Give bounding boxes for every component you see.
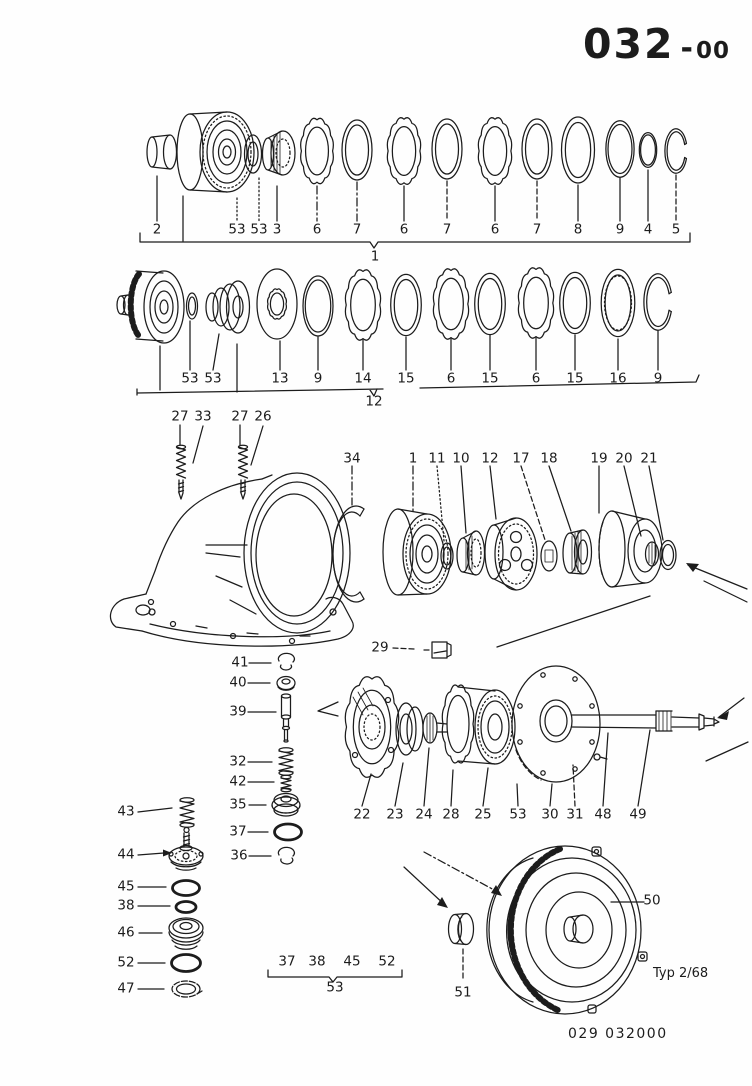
callout-leader-lines — [137, 169, 677, 990]
callout-valve-parts-37: 37 — [229, 823, 247, 840]
page-code: 032 - 00 — [583, 20, 730, 68]
callout-governor-parts-45: 45 — [117, 878, 135, 895]
gear-train-row-drawing — [332, 505, 677, 603]
callout-output-assembly-30: 30 — [541, 806, 559, 823]
callout-converter-50: 50 — [643, 892, 661, 909]
direction-arrows — [317, 563, 749, 908]
callout-output-assembly-48: 48 — [594, 806, 612, 823]
callout-clutch-pack-6: 6 — [312, 221, 322, 238]
callout-case-bolts-26: 26 — [254, 408, 272, 425]
callout-gear-train-34: 34 — [343, 450, 361, 467]
valve-and-spring-parts-drawing — [271, 652, 303, 865]
callout-output-assembly-22: 22 — [353, 806, 371, 823]
callout-output-assembly-23: 23 — [386, 806, 404, 823]
governor-parts-drawing — [168, 797, 204, 998]
callout-clutch-pack-5: 5 — [671, 221, 681, 238]
callout-gear-train-21: 21 — [640, 450, 658, 467]
group-brackets — [136, 232, 700, 983]
callout-gear-set-6: 6 — [446, 370, 456, 387]
callout-governor-parts-52: 52 — [117, 954, 135, 971]
transmission-case-drawing — [109, 472, 354, 647]
callout-gear-set-53: 53 — [204, 370, 222, 387]
callout-seal-kit-45: 45 — [343, 953, 361, 970]
callout-valve-parts-39: 39 — [229, 703, 247, 720]
callout-output-assembly-53: 53 — [509, 806, 527, 823]
callout-gear-set-16: 16 — [609, 370, 627, 387]
callout-output-assembly-25: 25 — [474, 806, 492, 823]
callout-output-assembly-31: 31 — [566, 806, 584, 823]
callout-gear-set-6: 6 — [531, 370, 541, 387]
callout-gear-set-53: 53 — [181, 370, 199, 387]
section-code: 032 — [582, 20, 675, 68]
second-gear-set-drawing — [116, 267, 672, 344]
callout-clip-29: 29 — [371, 639, 389, 656]
callout-gear-set-15: 15 — [566, 370, 584, 387]
doc-number: 029 032000 — [568, 1026, 668, 1042]
callout-valve-parts-35: 35 — [229, 796, 247, 813]
callout-clutch-pack-6: 6 — [490, 221, 500, 238]
case-bolts-drawing — [175, 444, 249, 500]
callout-gear-set-13: 13 — [271, 370, 289, 387]
callout-gear-set-15: 15 — [397, 370, 415, 387]
callout-bracket-53: 53 — [326, 979, 344, 996]
callout-clutch-pack-7: 7 — [442, 221, 452, 238]
bushing-drawing — [447, 912, 475, 946]
callout-gear-train-1: 1 — [408, 450, 418, 467]
callout-gear-train-18: 18 — [540, 450, 558, 467]
callout-governor-parts-44: 44 — [117, 846, 135, 863]
callout-seal-kit-37: 37 — [278, 953, 296, 970]
callout-clutch-pack-9: 9 — [615, 221, 625, 238]
callout-clutch-pack-7: 7 — [352, 221, 362, 238]
callout-clutch-pack-6: 6 — [399, 221, 409, 238]
callout-output-assembly-28: 28 — [442, 806, 460, 823]
section-suffix: 00 — [695, 38, 730, 64]
callout-gear-set-9: 9 — [653, 370, 663, 387]
callout-gear-train-19: 19 — [590, 450, 608, 467]
output-shaft-assembly-drawing — [344, 665, 720, 783]
callout-gear-set-14: 14 — [354, 370, 372, 387]
type-note: Typ 2/68 — [653, 966, 709, 981]
callout-gear-set-9: 9 — [313, 370, 323, 387]
retaining-clip-drawing — [431, 641, 452, 659]
callout-valve-parts-42: 42 — [229, 773, 247, 790]
callout-gear-train-17: 17 — [512, 450, 530, 467]
callout-valve-parts-36: 36 — [230, 847, 248, 864]
callout-output-assembly-49: 49 — [629, 806, 647, 823]
callout-clutch-pack-7: 7 — [532, 221, 542, 238]
callout-clutch-pack-2: 2 — [152, 221, 162, 238]
callout-seal-kit-38: 38 — [308, 953, 326, 970]
callout-governor-parts-47: 47 — [117, 980, 135, 997]
callout-valve-parts-40: 40 — [229, 674, 247, 691]
callout-case-bolts-33: 33 — [194, 408, 212, 425]
section-code-dash: - — [680, 31, 693, 66]
callout-gear-train-20: 20 — [615, 450, 633, 467]
callout-valve-parts-32: 32 — [229, 753, 247, 770]
callout-bracket-1: 1 — [370, 248, 380, 265]
callout-valve-parts-41: 41 — [231, 654, 249, 671]
callout-governor-parts-43: 43 — [117, 803, 135, 820]
callout-clutch-pack-53: 53 — [228, 221, 246, 238]
callout-clutch-pack-8: 8 — [573, 221, 583, 238]
callout-clutch-pack-3: 3 — [272, 221, 282, 238]
callout-case-bolts-27: 27 — [231, 408, 249, 425]
front-clutch-pack-drawing — [146, 111, 687, 193]
callout-converter-51: 51 — [454, 984, 472, 1001]
callout-seal-kit-52: 52 — [378, 953, 396, 970]
callout-bracket-12: 12 — [365, 393, 383, 410]
callout-clutch-pack-53: 53 — [250, 221, 268, 238]
callout-gear-train-10: 10 — [452, 450, 470, 467]
callout-gear-train-11: 11 — [428, 450, 446, 467]
callout-governor-parts-38: 38 — [117, 897, 135, 914]
callout-case-bolts-27: 27 — [171, 408, 189, 425]
callout-gear-set-15: 15 — [481, 370, 499, 387]
callout-gear-train-12: 12 — [481, 450, 499, 467]
callout-output-assembly-24: 24 — [415, 806, 433, 823]
callout-governor-parts-46: 46 — [117, 924, 135, 941]
torque-converter-drawing — [486, 845, 648, 1015]
callout-clutch-pack-4: 4 — [643, 221, 653, 238]
